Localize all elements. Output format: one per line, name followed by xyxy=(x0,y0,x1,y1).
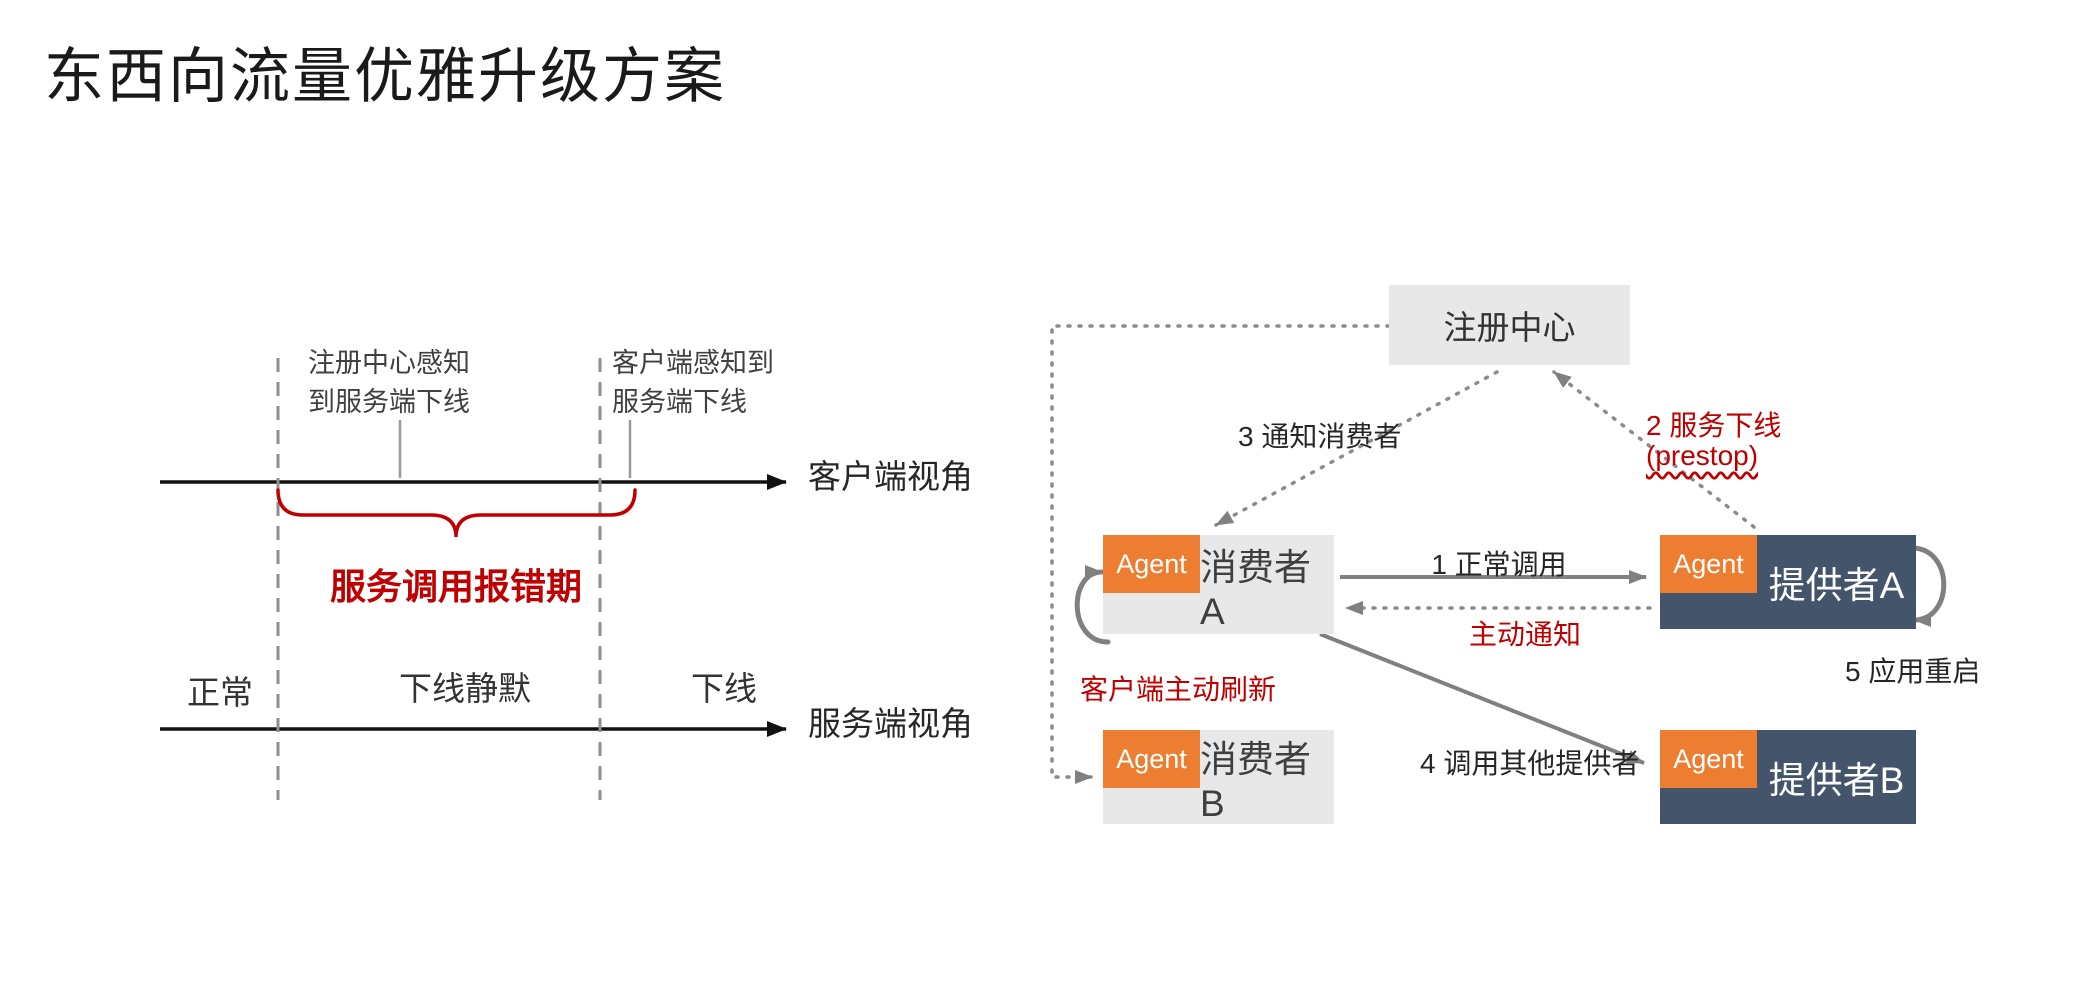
error-period-label: 服务调用报错期 xyxy=(329,566,582,607)
annotation-client-sense: 客户端感知到 服务端下线 xyxy=(612,348,774,418)
agent-label: Agent xyxy=(1673,548,1744,579)
agent-label: Agent xyxy=(1116,548,1187,579)
agent-label: Agent xyxy=(1116,743,1187,774)
node-consumer-a: Agent 消费者A xyxy=(1103,535,1334,634)
edge-app-restart-loop xyxy=(1909,545,1947,627)
edge-label-app-restart: 5 应用重启 xyxy=(1845,656,1981,687)
edge-label-client-refresh: 客户端主动刷新 xyxy=(1080,674,1277,705)
edge-label-prestop: (prestop) xyxy=(1646,440,1759,471)
axis-label-client-view: 客户端视角 xyxy=(808,458,973,495)
node-provider-b-label: 提供者B xyxy=(1768,760,1905,801)
node-provider-a-label: 提供者A xyxy=(1768,565,1905,606)
edge-label-call-other-provider: 4 调用其他提供者 xyxy=(1420,748,1640,779)
agent-badge-consumer-b: Agent xyxy=(1103,730,1200,788)
node-registry-label: 注册中心 xyxy=(1443,309,1576,346)
node-consumer-b: Agent 消费者B xyxy=(1103,730,1334,824)
agent-label: Agent xyxy=(1673,743,1744,774)
node-provider-b: Agent 提供者B xyxy=(1660,730,1916,824)
agent-badge-provider-b: Agent xyxy=(1660,730,1757,788)
node-consumer-b-label: 消费者B xyxy=(1200,739,1311,824)
node-consumer-a-label: 消费者A xyxy=(1200,546,1311,632)
edge-label-notify-consumers: 3 通知消费者 xyxy=(1238,421,1402,452)
agent-badge-consumer-a: Agent xyxy=(1103,535,1200,593)
annotation-registry-sense: 注册中心感知 到服务端下线 xyxy=(308,348,470,418)
phase-label-offline-silent: 下线静默 xyxy=(399,670,531,707)
node-provider-a: Agent 提供者A xyxy=(1660,535,1916,629)
edge-label-active-notify: 主动通知 xyxy=(1468,619,1581,650)
axis-label-server-view: 服务端视角 xyxy=(808,705,973,742)
page-title: 东西向流量优雅升级方案 xyxy=(44,43,726,110)
error-period-brace xyxy=(276,488,637,538)
phase-label-offline: 下线 xyxy=(691,670,757,707)
edge-label-service-offline: 2 服务下线 xyxy=(1646,410,1782,441)
agent-badge-provider-a: Agent xyxy=(1660,535,1757,593)
edge-label-normal-call: 1 正常调用 xyxy=(1431,549,1567,580)
node-registry: 注册中心 xyxy=(1389,285,1630,365)
phase-label-normal: 正常 xyxy=(187,674,253,711)
